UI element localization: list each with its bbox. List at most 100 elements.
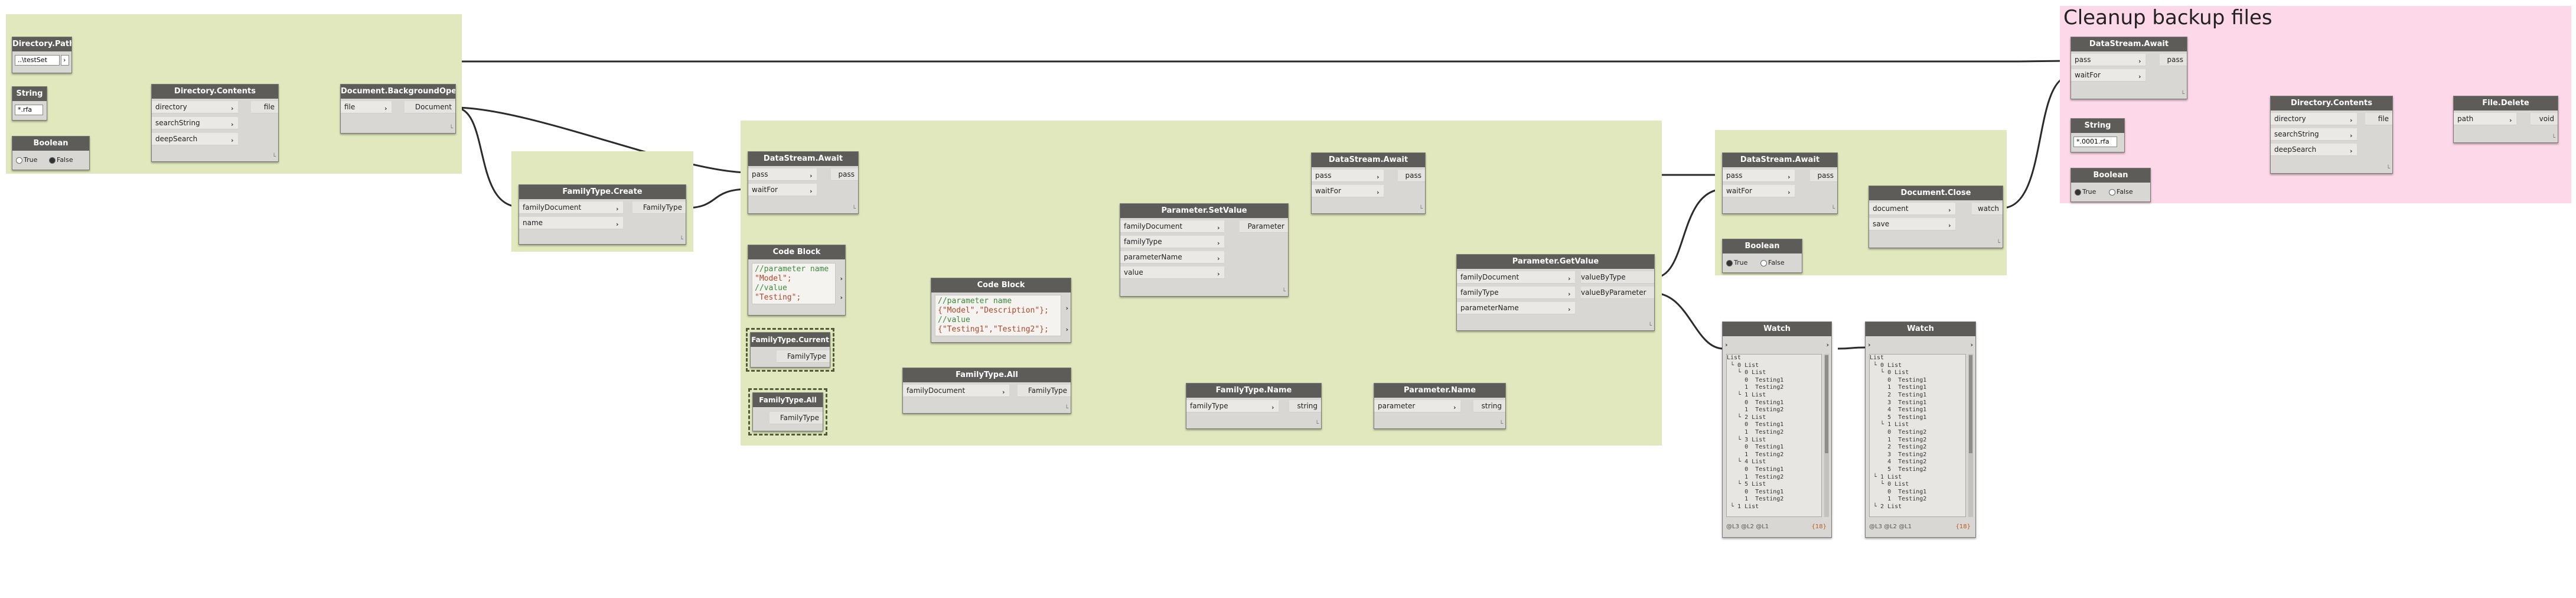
node-directory-path[interactable]: Directory.Path ..\testSet › <box>12 37 72 73</box>
lacing-icon[interactable]: └ <box>2180 91 2184 98</box>
node-datastream-await-3[interactable]: DataStream.Await pass› waitFor› pass └ <box>1722 152 1838 214</box>
node-directory-contents[interactable]: Directory.Contents directory› searchStri… <box>151 84 279 162</box>
string-input[interactable]: *.rfa <box>15 105 43 115</box>
node-file-delete[interactable]: File.Delete path› void └ <box>2453 96 2558 143</box>
port-document-out[interactable]: Document <box>405 101 455 113</box>
node-watch-2[interactable]: Watch › › List └ 0 List └ 0 List 0 Testi… <box>1865 321 1976 538</box>
port-familytype[interactable]: familyType› <box>1120 236 1224 248</box>
node-string-rfa[interactable]: String *.rfa <box>12 86 47 121</box>
port-deepsearch[interactable]: deepSearch› <box>152 133 238 145</box>
code-editor[interactable]: //parameter name {"Model","Description"}… <box>935 295 1061 336</box>
node-parameter-setvalue[interactable]: Parameter.SetValue familyDocument› famil… <box>1120 203 1289 297</box>
port-save[interactable]: save› <box>1869 218 1955 230</box>
port-familytype-out[interactable]: FamilyType <box>632 202 686 214</box>
false-radio[interactable]: False <box>1760 258 1785 268</box>
port-pass[interactable]: pass› <box>1723 170 1795 182</box>
chevron-right-icon[interactable]: › <box>840 275 843 282</box>
lacing-icon[interactable]: └ <box>852 206 856 212</box>
lacing-icon[interactable]: └ <box>679 236 683 243</box>
port-watch-out[interactable]: watch <box>1972 203 2003 215</box>
port-searchstring[interactable]: searchString› <box>152 117 238 129</box>
port-familytype[interactable]: familyType› <box>1186 400 1279 412</box>
port-familytype-out[interactable]: FamilyType <box>1018 385 1071 397</box>
port-string-out[interactable]: string <box>1289 400 1321 412</box>
port-pass-out[interactable]: pass <box>2160 54 2187 66</box>
port-pass-out[interactable]: pass <box>1810 170 1837 182</box>
lacing-icon[interactable]: └ <box>1315 421 1319 427</box>
node-code-block-2[interactable]: Code Block //parameter name {"Model","De… <box>931 278 1071 343</box>
lacing-icon[interactable]: └ <box>449 125 453 132</box>
lacing-icon[interactable]: └ <box>1282 288 1286 295</box>
node-familytype-current[interactable]: FamilyType.Current FamilyType <box>746 328 834 372</box>
scrollbar[interactable] <box>1824 354 1829 517</box>
node-datastream-await-4[interactable]: DataStream.Await pass› waitFor› pass └ <box>2070 37 2187 99</box>
directory-path-input[interactable]: ..\testSet <box>15 55 60 66</box>
port-parametername[interactable]: parameterName› <box>1457 302 1575 314</box>
node-boolean-save[interactable]: Boolean True False <box>1722 239 1802 273</box>
port-directory[interactable]: directory› <box>2271 113 2357 125</box>
port-directory[interactable]: directory› <box>152 101 238 113</box>
port-familytype-out[interactable]: FamilyType <box>769 412 823 424</box>
string-input[interactable]: *.0001.rfa <box>2073 136 2117 147</box>
port-familydocument[interactable]: familyDocument› <box>1457 271 1575 284</box>
port-searchstring[interactable]: searchString› <box>2271 128 2357 141</box>
chevron-right-icon[interactable]: › <box>1065 304 1068 312</box>
node-familytype-name[interactable]: FamilyType.Name familyType› string └ <box>1186 383 1322 429</box>
port-document[interactable]: document› <box>1869 203 1955 215</box>
port-valuebyparameter-out[interactable]: valueByParameter <box>1581 287 1654 299</box>
port-path[interactable]: path› <box>2454 113 2516 125</box>
port-file[interactable]: file› <box>341 101 392 113</box>
chevron-right-icon[interactable]: › <box>1065 326 1068 333</box>
node-parameter-getvalue[interactable]: Parameter.GetValue familyDocument› famil… <box>1456 254 1655 331</box>
port-void-out[interactable]: void <box>2531 113 2558 125</box>
port-waitfor[interactable]: waitFor› <box>2071 69 2145 82</box>
port-pass[interactable]: pass› <box>2071 54 2145 66</box>
chevron-right-icon[interactable]: › <box>1970 341 1973 349</box>
false-radio[interactable]: False <box>2109 187 2133 197</box>
port-file-out[interactable]: file <box>251 101 278 113</box>
browse-button[interactable]: › <box>61 55 69 66</box>
port-familytype-out[interactable]: FamilyType <box>777 350 830 363</box>
port-parameter-out[interactable]: Parameter <box>1240 220 1288 233</box>
node-parameter-name[interactable]: Parameter.Name parameter› string └ <box>1374 383 1506 429</box>
chevron-right-icon[interactable]: › <box>1868 341 1871 349</box>
port-waitfor[interactable]: waitFor› <box>1312 185 1384 197</box>
port-name[interactable]: name› <box>519 217 623 229</box>
port-familydocument[interactable]: familyDocument› <box>519 202 623 214</box>
port-waitfor[interactable]: waitFor› <box>1723 185 1795 197</box>
chevron-right-icon[interactable]: › <box>1725 341 1728 349</box>
node-boolean-deepsearch[interactable]: Boolean True False <box>12 136 90 170</box>
port-pass-out[interactable]: pass <box>831 168 858 181</box>
true-radio[interactable]: True <box>16 155 37 165</box>
false-radio[interactable]: False <box>49 155 73 165</box>
lacing-icon[interactable]: └ <box>1831 206 1835 212</box>
lacing-icon[interactable]: └ <box>2551 135 2555 141</box>
lacing-icon[interactable]: └ <box>1648 323 1652 329</box>
node-directory-contents-2[interactable]: Directory.Contents directory› searchStri… <box>2270 96 2393 174</box>
port-familytype[interactable]: familyType› <box>1457 287 1575 299</box>
node-code-block-1[interactable]: Code Block //parameter name "Model"; //v… <box>748 245 846 316</box>
lacing-icon[interactable]: └ <box>1419 206 1423 212</box>
node-datastream-await-2[interactable]: DataStream.Await pass› waitFor› pass └ <box>1311 152 1426 214</box>
port-file-out[interactable]: file <box>2365 113 2392 125</box>
port-pass[interactable]: pass› <box>1312 170 1384 182</box>
node-boolean-deepsearch-2[interactable]: Boolean True False <box>2070 168 2151 202</box>
port-parametername[interactable]: parameterName› <box>1120 251 1224 264</box>
node-string-backup[interactable]: String *.0001.rfa <box>2070 118 2125 152</box>
chevron-right-icon[interactable]: › <box>840 294 843 301</box>
lacing-icon[interactable]: └ <box>272 154 276 160</box>
port-familydocument[interactable]: familyDocument› <box>903 385 1009 397</box>
lacing-icon[interactable]: └ <box>1499 421 1503 427</box>
true-radio[interactable]: True <box>1726 258 1747 268</box>
port-deepsearch[interactable]: deepSearch› <box>2271 144 2357 156</box>
scrollbar[interactable] <box>1968 354 1973 517</box>
lacing-icon[interactable]: └ <box>1064 405 1068 412</box>
port-value[interactable]: value› <box>1120 266 1224 279</box>
port-valuebytype-out[interactable]: valueByType <box>1581 271 1654 284</box>
node-watch-1[interactable]: Watch › › List └ 0 List └ 0 List 0 Testi… <box>1722 321 1832 538</box>
chevron-right-icon[interactable]: › <box>1826 341 1829 349</box>
watch-tree[interactable]: List └ 0 List └ 0 List 0 Testing1 1 Test… <box>1726 354 1822 517</box>
port-pass[interactable]: pass› <box>748 168 817 181</box>
lacing-icon[interactable]: └ <box>2386 165 2390 172</box>
port-familydocument[interactable]: familyDocument› <box>1120 220 1224 233</box>
